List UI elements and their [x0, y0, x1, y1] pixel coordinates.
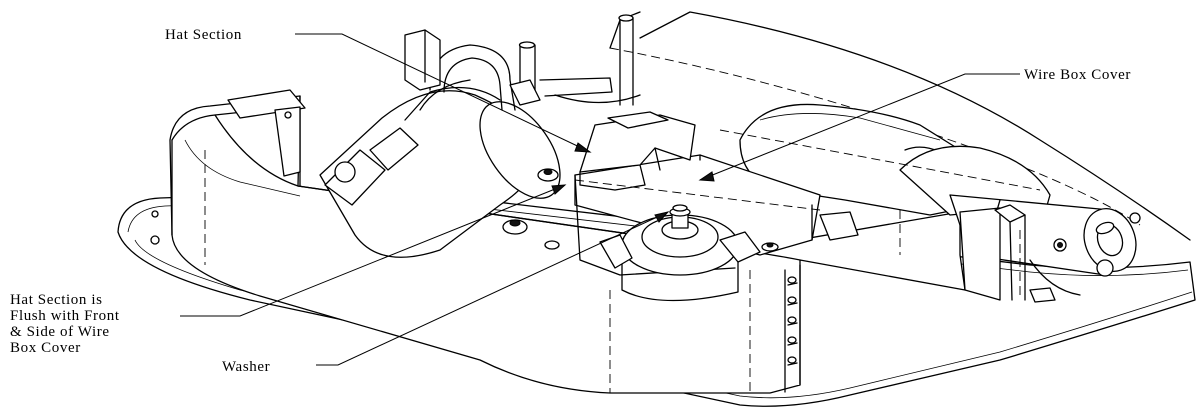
- label-wire-box-cover: Wire Box Cover: [1024, 67, 1131, 83]
- label-hat-flush-line-4: Box Cover: [10, 340, 81, 356]
- partition-panel: [959, 204, 1026, 301]
- fan-hub: [599, 204, 761, 302]
- arrow-wire-box-cover: [698, 171, 715, 182]
- arrow-washer: [654, 211, 670, 223]
- fasteners: [502, 168, 859, 252]
- leader-lines: [180, 33, 1020, 366]
- rear-post: [404, 29, 441, 91]
- louver-strip: [784, 264, 801, 393]
- leader-arrows: [551, 142, 715, 223]
- leader-wire-box-cover: [699, 73, 1020, 181]
- arrow-hat-section: [574, 142, 592, 153]
- label-hat-flush-line-3: & Side of Wire: [10, 324, 110, 340]
- label-hat-flush-line-1: Hat Section is: [10, 292, 103, 308]
- label-washer: Washer: [222, 359, 270, 375]
- hat-section: [579, 111, 696, 191]
- leader-hat-flush: [180, 184, 566, 317]
- label-hat-section: Hat Section: [165, 27, 242, 43]
- leader-hat-section: [295, 33, 591, 153]
- arrow-hat-flush: [551, 184, 567, 195]
- tubing: [429, 14, 641, 111]
- left-bracket: [227, 89, 306, 177]
- label-hat-flush-line-2: Flush with Front: [10, 308, 120, 324]
- leader-washer: [316, 211, 669, 366]
